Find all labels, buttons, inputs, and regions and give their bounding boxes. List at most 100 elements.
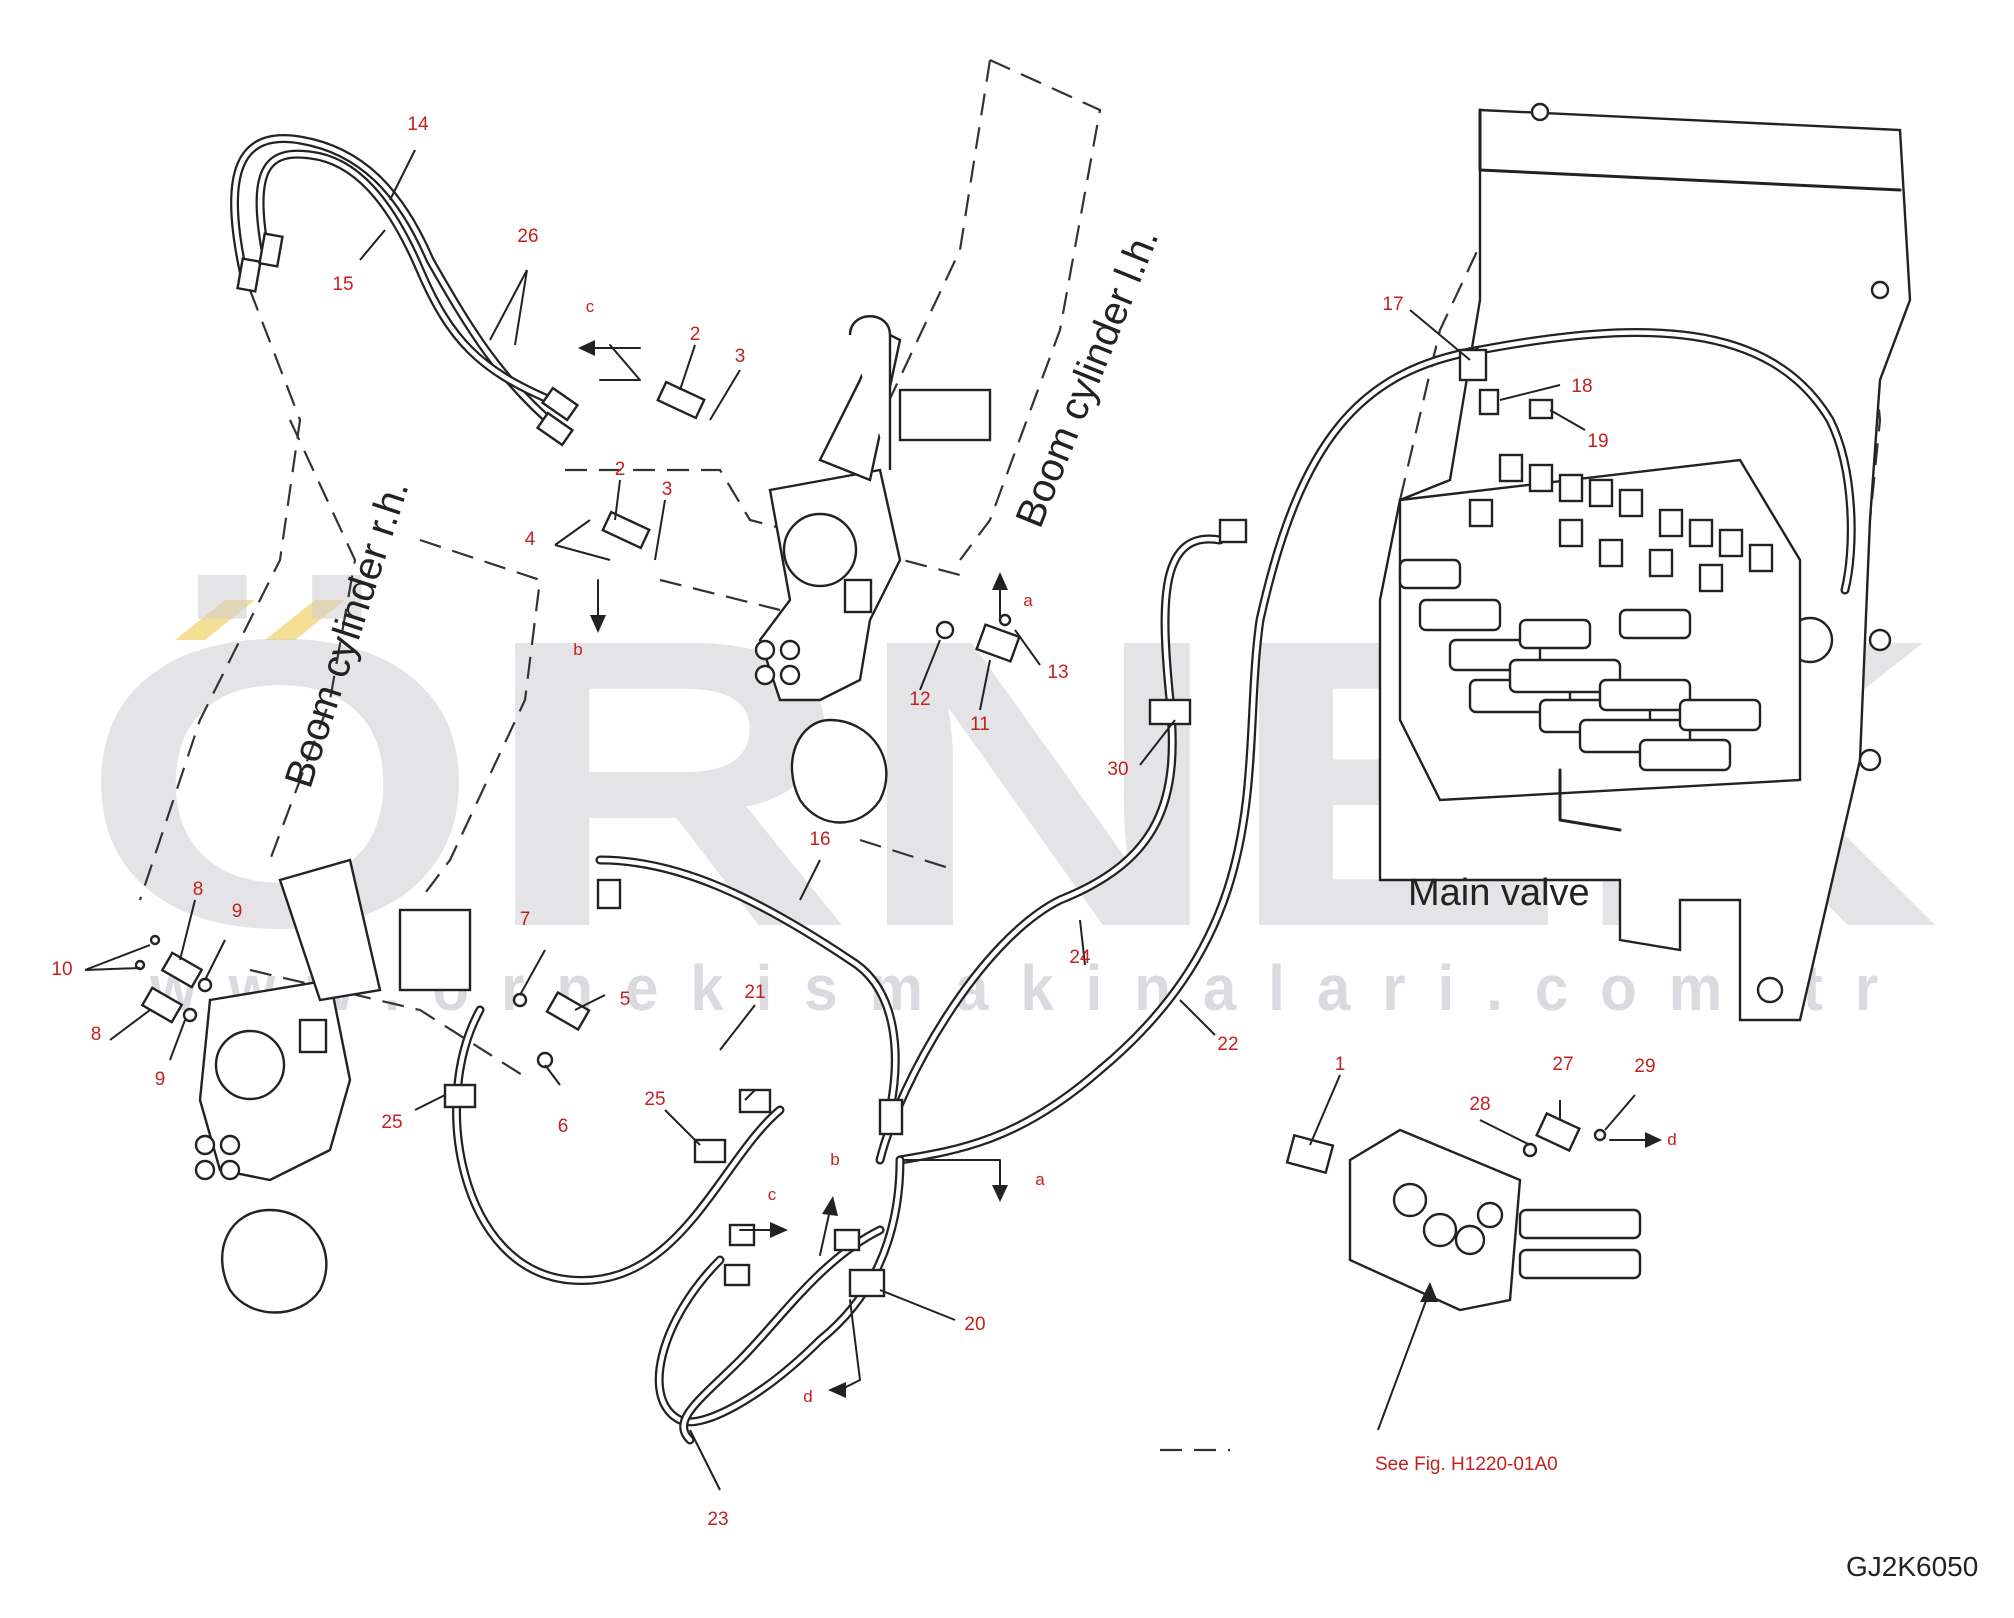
hose-14 (230, 134, 565, 435)
fitting-hose16-tip (878, 1098, 904, 1136)
callout-letter: a (1023, 591, 1033, 610)
fitting-hose14-end (236, 257, 262, 293)
aux-valve-hose-2 (1518, 1248, 1642, 1280)
fitting-11 (975, 623, 1021, 663)
callout-part: 6 (558, 1116, 569, 1137)
boom-lh-bolt-3 (754, 664, 776, 686)
callout-part: 19 (1587, 431, 1608, 452)
spool-7 (1598, 678, 1692, 712)
boom-rh-bracket (398, 908, 472, 992)
main-valve-bolt-4 (1858, 748, 1882, 772)
callout-part: 13 (1047, 662, 1068, 683)
callout-part: 4 (525, 529, 536, 550)
callout-part: 21 (744, 982, 765, 1003)
boom-rh-outline-right (419, 538, 542, 901)
fitting-5 (1618, 488, 1644, 518)
main-valve-port-3 (1756, 976, 1784, 1004)
callout-part: 17 (1382, 294, 1403, 315)
boom-lh-outline-outer (959, 58, 1102, 561)
boom-lh-loop (848, 315, 892, 470)
fitting-8-lower (140, 986, 184, 1024)
callout-part: 16 (809, 829, 830, 850)
main-valve-top-edge (1478, 108, 1902, 192)
fitting-6 (1658, 508, 1684, 538)
part-callouts: 1 2 2 3 3 4 5 6 7 8 8 9 9 10 11 12 13 14… (51, 114, 1655, 1530)
main-valve-bolt-3 (1868, 628, 1892, 652)
callout-part: 27 (1552, 1054, 1573, 1075)
callout-part: 25 (644, 1089, 665, 1110)
fitting-14 (1598, 538, 1624, 568)
fitting-13 (1698, 563, 1724, 593)
fitting-hose23-end (723, 1263, 751, 1287)
callout-part: 24 (1069, 947, 1091, 968)
oring-13 (998, 613, 1012, 627)
callout-letter: b (830, 1150, 839, 1169)
valve-spools (1398, 558, 1762, 772)
fitting-2-lower (601, 510, 651, 550)
spool-12 (1618, 608, 1692, 640)
spool-11 (1518, 618, 1592, 650)
boom-lh-eye (790, 718, 888, 824)
callout-part: 8 (91, 1024, 102, 1045)
fittings (134, 232, 1554, 1298)
fitting-hose23-c (728, 1223, 756, 1247)
auxiliary-valve (1285, 1111, 1642, 1312)
callout-part: 30 (1107, 759, 1128, 780)
boom-rh-tube (278, 858, 382, 1002)
direction-arrows (578, 340, 1662, 1398)
oring-9-lower (182, 1007, 198, 1023)
valve-drain-line (1558, 768, 1622, 832)
fitting-9 (1748, 543, 1774, 573)
fitting-hose14-tip (535, 411, 575, 447)
label-boom-cylinder-lh: Boom cylinder l.h. (1008, 222, 1168, 533)
callout-part: 3 (662, 479, 673, 500)
callout-part: 18 (1571, 376, 1592, 397)
callout-part: 25 (381, 1112, 402, 1133)
main-valve-assembly (1378, 102, 1912, 1022)
oring-9-upper (197, 977, 213, 993)
boom-rh-outline-inner (268, 419, 357, 861)
valve-fittings (1468, 453, 1774, 593)
callout-part: 23 (707, 1509, 728, 1530)
spool-8 (1638, 738, 1732, 772)
fitting-19 (1528, 398, 1554, 420)
callout-part: 20 (964, 1314, 985, 1335)
callout-part: 22 (1217, 1034, 1238, 1055)
spool-1 (1418, 598, 1502, 632)
watermark-accent-1 (175, 600, 255, 640)
fitting-12 (1648, 548, 1674, 578)
fitting-18 (1478, 388, 1500, 416)
spool-4 (1508, 658, 1622, 694)
hose-15 (255, 149, 555, 405)
oring-7 (512, 992, 528, 1008)
callout-part: 11 (970, 714, 990, 735)
callout-letter: d (803, 1387, 812, 1406)
fitting-hose15-end (258, 232, 284, 268)
oring-12 (935, 620, 955, 640)
callout-part: 29 (1634, 1056, 1655, 1077)
watermark-accent-2 (265, 600, 345, 640)
callout-part: 8 (193, 879, 204, 900)
fitting-2-upper (656, 380, 706, 420)
boom-lh-bolt-4 (779, 664, 801, 686)
fitting-4 (1588, 478, 1614, 508)
boom-lh-bolt-2 (779, 639, 801, 661)
label-main-valve: Main valve (1408, 872, 1590, 914)
boom-lh-bolt-1 (754, 639, 776, 661)
callout-part: 9 (155, 1069, 166, 1090)
ref-line-4 (859, 838, 956, 872)
fitting-11 (1558, 518, 1584, 548)
callout-letter: d (1667, 1130, 1676, 1149)
callout-part: 5 (620, 989, 631, 1010)
callout-part: 26 (517, 226, 538, 247)
oring-28 (1522, 1142, 1538, 1158)
callout-part: 1 (1335, 1054, 1346, 1075)
boom-rh-bolt-1 (194, 1134, 216, 1156)
callout-part: 7 (520, 909, 531, 930)
ref-line-2 (659, 578, 781, 612)
aux-valve-port-1 (1392, 1182, 1428, 1218)
boom-lh-outline-inner (879, 59, 992, 421)
fitting-10 (1468, 498, 1494, 528)
clamp-21 (738, 1088, 772, 1114)
